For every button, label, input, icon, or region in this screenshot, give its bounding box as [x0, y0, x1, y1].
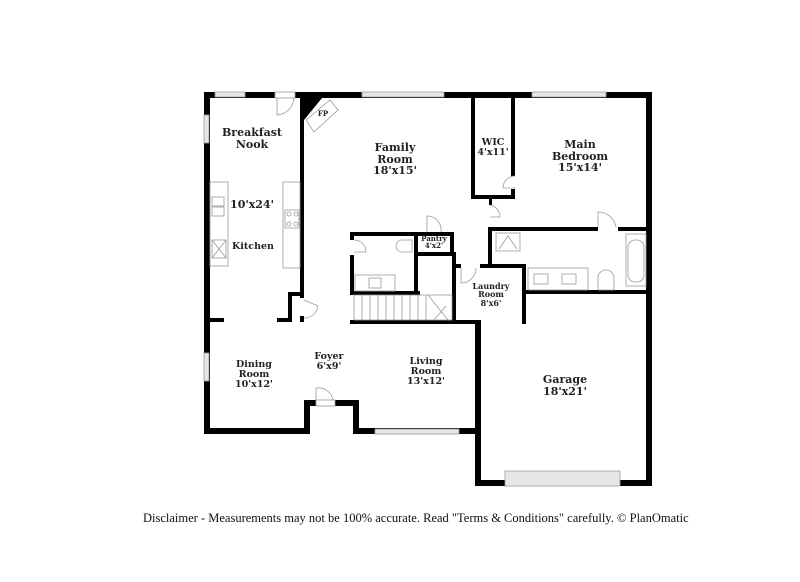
- staircase: [353, 294, 453, 321]
- room-label-breakfast-nook: Breakfast Nook: [222, 126, 282, 151]
- doors: [274, 91, 617, 407]
- room-label-pantry: Pantry 4'x2': [421, 234, 447, 251]
- fixtures: [209, 99, 647, 321]
- room-label-kitchen-dimensions: 10'x24': [230, 198, 274, 211]
- windows: [203, 91, 621, 487]
- fireplace-label: FP: [317, 109, 329, 118]
- room-label-main-bedroom: Main Bedroom 15'x14': [551, 138, 609, 175]
- room-label-foyer: Foyer 6'x9': [314, 351, 344, 372]
- disclaimer-text: Disclaimer - Measurements may not be 100…: [143, 511, 689, 525]
- interior-walls: [210, 98, 646, 324]
- room-label-family-room: Family Room 18'x15': [373, 141, 417, 178]
- room-label-living-room: Living Room 13'x12': [407, 356, 445, 387]
- room-label-dining-room: Dining Room 10'x12': [235, 359, 273, 390]
- room-label-wic: WIC 4'x11': [477, 137, 509, 158]
- room-label-garage: Garage 18'x21': [542, 373, 588, 398]
- room-label-kitchen: Kitchen: [232, 241, 274, 252]
- room-label-laundry-room: Laundry Room 8'x6': [472, 281, 510, 308]
